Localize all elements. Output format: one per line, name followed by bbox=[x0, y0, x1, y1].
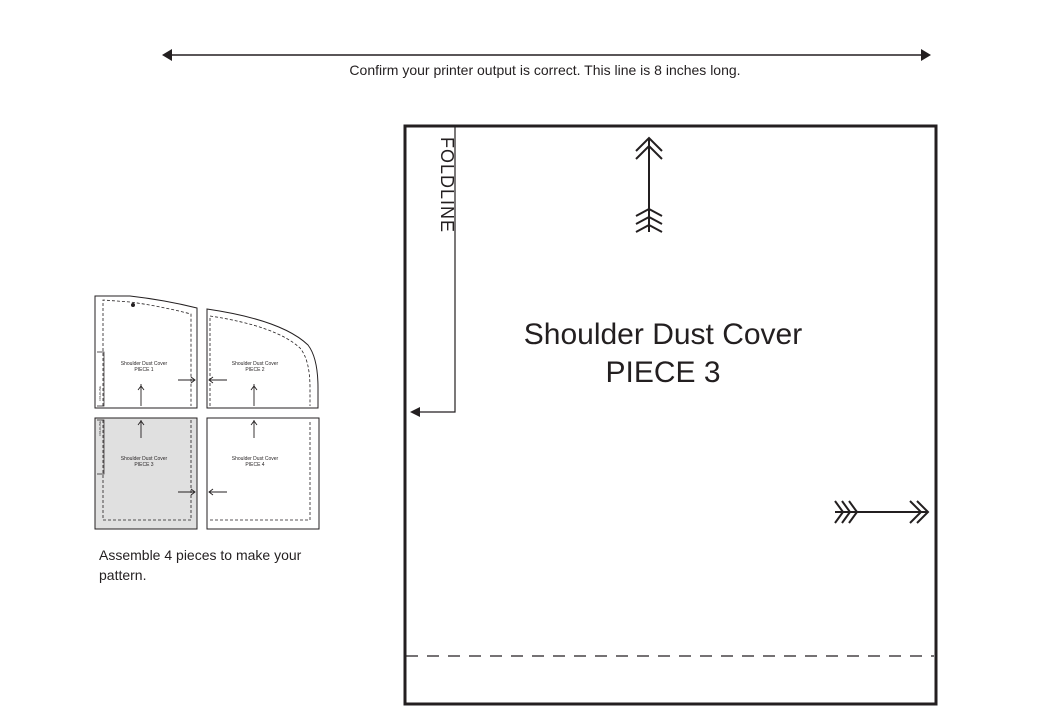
piece-border bbox=[403, 124, 938, 706]
mini-piece-1 bbox=[94, 295, 198, 409]
grainline-vertical-arrow bbox=[635, 136, 663, 233]
mini-notch-dot bbox=[131, 303, 135, 307]
piece-title-line2: PIECE 3 bbox=[605, 356, 721, 389]
mini-piece-4-label: Shoulder Dust Cover PIECE 4 bbox=[231, 456, 279, 468]
mini-piece-3-label: Shoulder Dust Cover PIECE 3 bbox=[120, 456, 168, 468]
mini-seam-4 bbox=[210, 420, 311, 521]
mini-foldline-label-3: FOLDLINE bbox=[98, 421, 102, 436]
foldline-arrowhead bbox=[410, 407, 420, 417]
calibration-ruler bbox=[162, 49, 931, 61]
mini-foldline-1 bbox=[97, 351, 105, 407]
mini-piece-3 bbox=[94, 417, 198, 530]
mini-piece-2 bbox=[206, 308, 319, 409]
mini-piece-4 bbox=[206, 417, 320, 530]
mini-foldline-label-1: FOLDLINE bbox=[98, 386, 102, 401]
piece-title-line1: Shoulder Dust Cover bbox=[523, 318, 803, 351]
assembly-diagram bbox=[94, 295, 320, 530]
mini-seam-2 bbox=[209, 315, 311, 406]
grainline-horizontal-arrow bbox=[834, 500, 930, 524]
ruler-caption: Confirm your printer output is correct. … bbox=[349, 62, 741, 78]
ruler-left-arrowhead bbox=[162, 49, 172, 61]
assemble-note: Assemble 4 pieces to make your pattern. bbox=[99, 547, 302, 583]
mini-piece-1-label: Shoulder Dust Cover PIECE 1 bbox=[120, 361, 168, 373]
ruler-right-arrowhead bbox=[921, 49, 931, 61]
foldline-label: FOLDLINE bbox=[437, 137, 457, 234]
piece-title: Shoulder Dust Cover PIECE 3 bbox=[405, 316, 921, 392]
mini-piece-2-label: Shoulder Dust Cover PIECE 2 bbox=[231, 361, 279, 373]
mini-seam-3 bbox=[102, 420, 192, 521]
foldline-bracket bbox=[414, 126, 456, 413]
mini-foldline-3 bbox=[97, 419, 105, 475]
